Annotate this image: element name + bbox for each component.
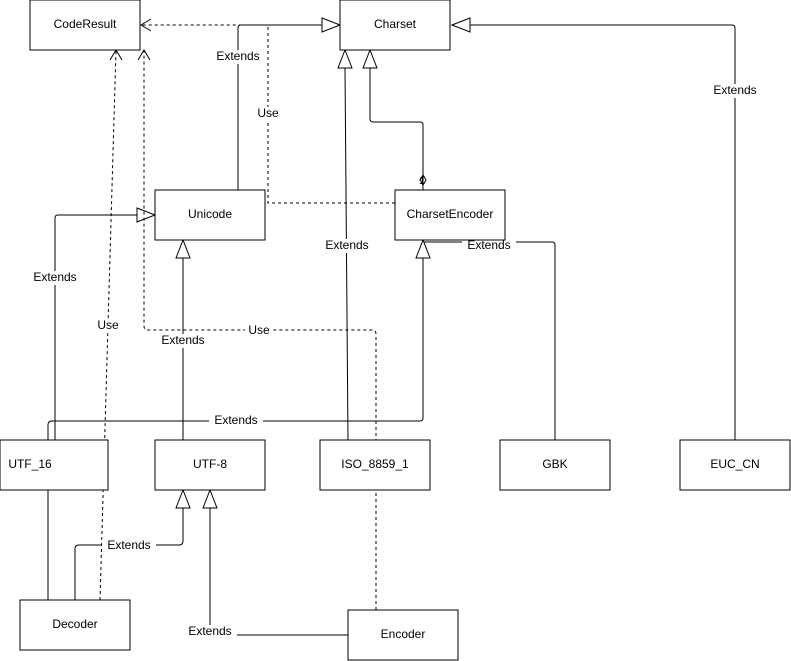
dependency-arrowhead: [137, 49, 151, 61]
svg-text:Extends: Extends: [214, 413, 257, 427]
generalization-arrowhead: [337, 48, 353, 69]
generalization-arrowhead: [175, 238, 191, 259]
svg-text:UTF_16: UTF_16: [8, 457, 52, 471]
svg-text:Unicode: Unicode: [188, 207, 232, 221]
class-unicode[interactable]: Unicode: [154, 189, 266, 241]
svg-text:Decoder: Decoder: [52, 617, 97, 631]
class-decoder[interactable]: Decoder: [19, 599, 131, 651]
edge-label-utf16-extends-unicode: Extends: [28, 270, 82, 285]
edge-decoder-use-coderesult: [99, 49, 117, 601]
dependency-arrowhead: [140, 18, 152, 32]
edge-label-iso-extends-charset: Extends: [320, 238, 374, 253]
edge-label-decoder-extends-utf8: Extends: [102, 538, 156, 553]
edge-encoder-use-coderesult: [143, 50, 377, 610]
svg-text:Extends: Extends: [33, 270, 76, 284]
class-utf-16[interactable]: UTF_16: [0, 439, 109, 491]
class-utf-8[interactable]: UTF-8: [154, 439, 266, 491]
svg-text:Extends: Extends: [713, 83, 756, 97]
edge-unicode-use-coderesult: [141, 24, 395, 204]
edge-label-decoder-extends-encoder: Extends: [209, 413, 263, 428]
multiplicity-label: 1: [419, 175, 425, 187]
edge-utf16-extends-unicode: [54, 214, 137, 440]
svg-text:Encoder: Encoder: [381, 627, 426, 641]
svg-text:Charset: Charset: [374, 17, 417, 31]
generalization-arrowhead: [202, 488, 218, 509]
svg-text:CharsetEncoder: CharsetEncoder: [407, 207, 494, 221]
edge-gbk-extends-encoder: [423, 241, 556, 490]
association-diamond: [419, 174, 427, 186]
generalization-arrowhead: [321, 17, 342, 33]
edge-label-unicode-use-coderesult: Use: [254, 106, 282, 121]
generalization-arrowhead: [175, 488, 191, 509]
svg-text:Use: Use: [97, 318, 119, 332]
class-euc-cn[interactable]: EUC_CN: [679, 439, 791, 491]
svg-text:CodeResult: CodeResult: [54, 17, 117, 31]
svg-text:GBK: GBK: [542, 457, 567, 471]
svg-text:UTF-8: UTF-8: [193, 457, 227, 471]
generalization-arrowhead: [362, 48, 378, 69]
class-gbk[interactable]: GBK: [499, 439, 611, 491]
class-iso-8859-1[interactable]: ISO_8859_1: [319, 439, 431, 491]
edge-label-utf8-extends-unicode: Extends: [156, 333, 210, 348]
edge-label-unicode-extends-charset: Extends: [212, 49, 264, 64]
svg-text:Use: Use: [257, 106, 279, 120]
svg-text:Extends: Extends: [188, 624, 231, 638]
edge-encoder-association-charset: [369, 68, 424, 240]
svg-text:ISO_8859_1: ISO_8859_1: [341, 457, 409, 471]
svg-text:Use: Use: [248, 323, 270, 337]
edge-label-encoder-extends-utf8: Extends: [183, 624, 237, 639]
generalization-arrowhead: [450, 17, 471, 33]
svg-text:Extends: Extends: [216, 49, 259, 63]
svg-text:Extends: Extends: [107, 538, 150, 552]
class-coderesult[interactable]: CodeResult: [29, 0, 141, 51]
edge-euc-extends-charset: [470, 24, 736, 440]
edge-decoder-extends-utf8: [74, 508, 184, 600]
class-charset-encoder[interactable]: CharsetEncoder: [394, 189, 506, 241]
class-encoder[interactable]: Encoder: [347, 609, 459, 661]
class-charset[interactable]: Charset: [339, 0, 451, 51]
edge-label-euc-extends-charset: Extends: [708, 83, 762, 98]
edge-iso-extends-charset: [344, 67, 349, 441]
svg-text:Extends: Extends: [325, 238, 368, 252]
generalization-arrowhead: [415, 238, 431, 259]
generalization-arrowhead: [136, 207, 157, 223]
edge-label-encoder-use-coderesult: Use: [245, 323, 273, 338]
svg-text:Extends: Extends: [467, 238, 510, 252]
edge-label-decoder-use-coderesult: Use: [94, 318, 122, 333]
edge-encoder-extends-utf8: [209, 508, 348, 636]
svg-text:EUC_CN: EUC_CN: [710, 457, 759, 471]
edge-label-gbk-extends-encoder: Extends: [462, 238, 516, 253]
svg-text:Extends: Extends: [161, 333, 204, 347]
